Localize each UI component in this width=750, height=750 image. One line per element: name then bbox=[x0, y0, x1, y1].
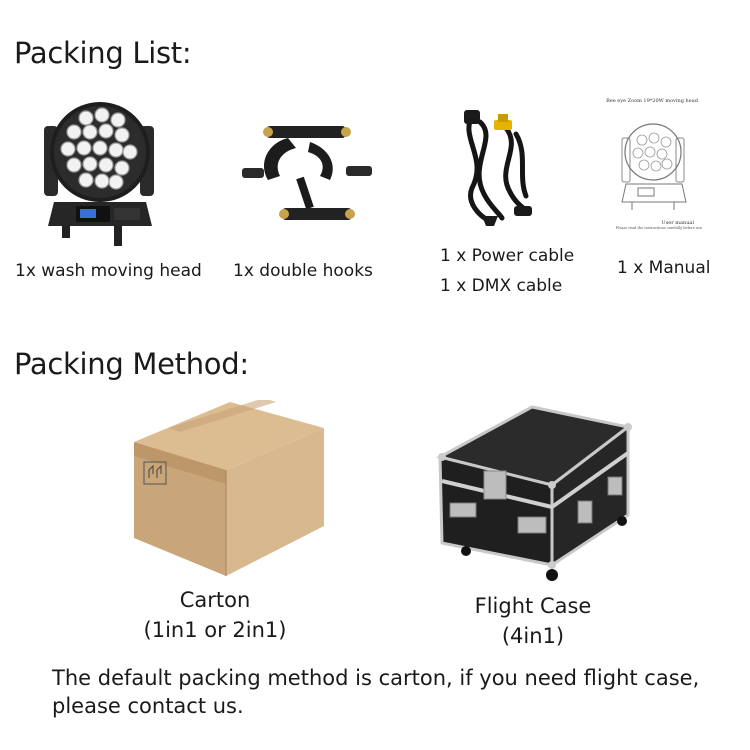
item-label-wash-moving-head: 1x wash moving head bbox=[15, 261, 202, 281]
carton-detail: (1in1 or 2in1) bbox=[143, 618, 287, 642]
packing-note-line2: please contact us. bbox=[52, 694, 244, 718]
flight-case-image bbox=[436, 405, 632, 583]
double-hooks-image bbox=[238, 118, 388, 233]
item-label-manual: 1 x Manual bbox=[617, 258, 711, 278]
flight-case-detail: (4in1) bbox=[501, 624, 565, 648]
packing-method-heading: Packing Method: bbox=[14, 347, 249, 381]
item-label-dmx-cable: 1 x DMX cable bbox=[440, 276, 563, 296]
packing-note-line1: The default packing method is carton, if… bbox=[52, 666, 700, 690]
moving-head-light-image bbox=[40, 98, 160, 250]
cables-image bbox=[458, 108, 538, 228]
flight-case-label: Flight Case bbox=[474, 594, 592, 618]
packing-note: The default packing method is carton, if… bbox=[52, 664, 742, 720]
item-label-double-hooks: 1x double hooks bbox=[233, 261, 373, 281]
packing-list-heading: Packing List: bbox=[14, 36, 192, 70]
carton-box-image bbox=[128, 400, 328, 578]
manual-footer-title: User manual bbox=[661, 220, 694, 226]
manual-footer-note: Please read the instructions carefully b… bbox=[615, 226, 702, 230]
manual-image: Bee eye Zoom 19*20W moving head User man… bbox=[596, 96, 708, 250]
carton-label: Carton bbox=[179, 588, 251, 612]
manual-title: Bee eye Zoom 19*20W moving head bbox=[606, 98, 698, 104]
item-label-power-cable: 1 x Power cable bbox=[440, 246, 575, 266]
